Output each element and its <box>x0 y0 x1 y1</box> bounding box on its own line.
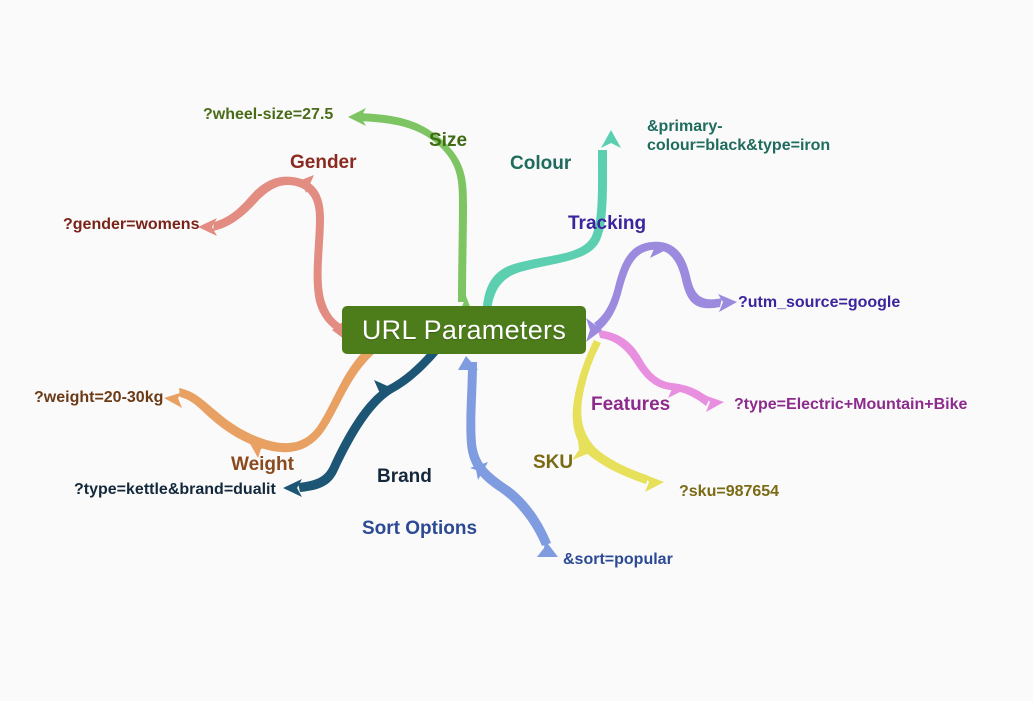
branch-stroke-gender <box>213 176 354 338</box>
branch-arrow-size <box>348 108 366 126</box>
branch-arrow-tracking-mid <box>648 242 668 258</box>
leaf-label-weight[interactable]: ?weight=20-30kg <box>34 389 164 406</box>
branch-arrow-features-mid <box>666 382 686 398</box>
branch-label-sku[interactable]: SKU <box>533 452 574 473</box>
branch-arrow-gender-mid <box>296 175 314 193</box>
branch-label-tracking[interactable]: Tracking <box>568 213 647 234</box>
branch-stroke-colour <box>482 150 608 330</box>
node-arrow-right <box>586 318 602 342</box>
branch-arrow-sku <box>643 474 664 492</box>
branch-label-weight[interactable]: Weight <box>231 454 294 475</box>
branch-label-gender[interactable]: Gender <box>290 152 357 173</box>
branch-arrow-colour <box>601 130 621 148</box>
branch-arrow-sort-mid <box>470 462 488 480</box>
branch-label-size[interactable]: Size <box>429 130 468 151</box>
leaf-label-gender[interactable]: ?gender=womens <box>63 216 200 233</box>
branch-arrow-weight <box>164 392 183 408</box>
branch-arrow-sort <box>537 540 558 557</box>
branch-label-colour[interactable]: Colour <box>510 153 572 174</box>
branch-arrow-tracking <box>718 294 737 312</box>
leaf-label-size[interactable]: ?wheel-size=27.5 <box>203 106 334 123</box>
branch-arrow-gender <box>198 218 217 236</box>
branch-arrow-features <box>704 395 724 412</box>
branch-stroke-features <box>598 330 710 406</box>
branch-arrow-brand-mid <box>374 380 392 398</box>
branch-stroke-sku <box>572 340 649 484</box>
leaf-label-features[interactable]: ?type=Electric+Mountain+Bike <box>734 396 968 413</box>
branch-arrow-brand <box>283 479 302 497</box>
leaf-label-tracking[interactable]: ?utm_source=google <box>738 294 901 311</box>
branch-label-brand[interactable]: Brand <box>377 466 432 487</box>
branch-label-sort-options[interactable]: Sort Options <box>362 518 478 539</box>
branch-label-features[interactable]: Features <box>591 394 671 415</box>
leaf-label-colour[interactable]: &primary-colour=black&type=iron <box>647 118 831 154</box>
leaf-label-sort-options[interactable]: &sort=popular <box>563 551 673 568</box>
center-node-label: URL Parameters <box>361 314 567 345</box>
leaf-label-sku[interactable]: ?sku=987654 <box>679 483 780 500</box>
leaf-label-brand[interactable]: ?type=kettle&brand=dualit <box>74 481 276 498</box>
branch-joint-sort <box>458 356 478 370</box>
branch-stroke-tracking <box>594 241 722 330</box>
center-node[interactable]: URL Parameters <box>342 306 586 354</box>
branch-arrow-weight-mid <box>248 440 268 458</box>
branch-arrow-sku-mid <box>572 440 592 460</box>
branch-stroke-brand <box>298 346 440 492</box>
branch-stroke-sort <box>466 362 551 546</box>
